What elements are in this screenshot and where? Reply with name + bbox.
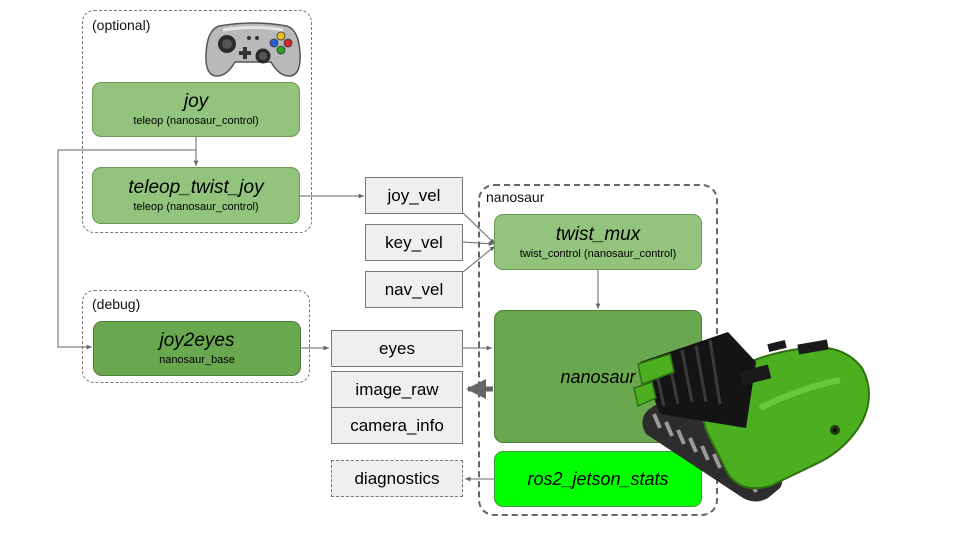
node-teleop-twist-joy-title: teleop_twist_joy	[128, 177, 264, 198]
node-twist-mux-subtitle: twist_control (nanosaur_control)	[519, 247, 677, 260]
node-joy2eyes-subtitle: nanosaur_base	[159, 354, 235, 366]
nanosaur-robot-icon	[633, 332, 870, 502]
node-joy-title: joy	[183, 91, 209, 112]
node-joy2eyes: joy2eyes nanosaur_base	[93, 321, 301, 376]
edge-joyvel-twistmux	[462, 212, 496, 245]
topic-diagnostics: diagnostics	[331, 460, 463, 497]
node-joy-subtitle: teleop (nanosaur_control)	[133, 115, 259, 127]
node-teleop-twist-joy: teleop_twist_joy teleop (nanosaur_contro…	[92, 167, 300, 224]
debug-group	[82, 290, 310, 383]
topic-camera-info: camera_info	[331, 408, 463, 444]
edge-navvel-twistmux	[462, 245, 496, 273]
gamepad-icon	[205, 22, 301, 77]
node-ros2-jetson-stats: ros2_jetson_stats	[494, 451, 702, 507]
node-joy: joy teleop (nanosaur_control)	[92, 82, 300, 137]
topic-joy-vel: joy_vel	[365, 177, 463, 214]
topic-image-raw: image_raw	[331, 371, 463, 408]
node-ros2-jetson-stats-title: ros2_jetson_stats	[527, 469, 669, 489]
node-twist-mux: twist_mux twist_control (nanosaur_contro…	[494, 214, 702, 270]
edge-keyvel-twistmux	[462, 241, 495, 247]
nanosaur-group-label: nanosaur	[486, 189, 545, 205]
edge-joy-joy2eyes	[57, 149, 196, 350]
topic-eyes: eyes	[331, 330, 463, 367]
node-teleop-twist-joy-subtitle: teleop (nanosaur_control)	[133, 201, 259, 213]
topic-nav-vel: nav_vel	[365, 271, 463, 308]
debug-group-label: (debug)	[92, 296, 141, 312]
node-twist-mux-title: twist_mux	[555, 223, 641, 245]
topic-key-vel: key_vel	[365, 224, 463, 261]
optional-group	[82, 10, 312, 233]
node-joy2eyes-title: joy2eyes	[159, 330, 235, 351]
optional-group-label: (optional)	[92, 17, 151, 33]
node-nanosaur-title: nanosaur	[560, 366, 636, 387]
